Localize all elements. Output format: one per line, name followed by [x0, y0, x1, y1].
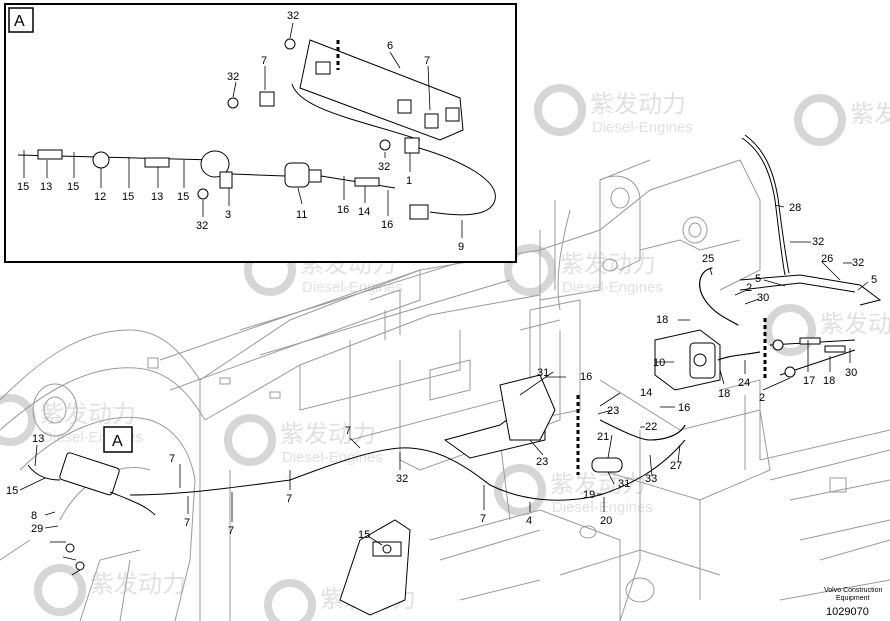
- detail-label: 16: [381, 219, 393, 231]
- detail-label: 15: [177, 191, 189, 203]
- main-label: 33: [645, 473, 657, 485]
- main-label: 15: [358, 529, 370, 541]
- detail-view-letter: A: [14, 13, 25, 30]
- detail-label: 7: [424, 55, 430, 67]
- main-label: 16: [678, 402, 690, 414]
- watermark-brand: 紫发动力: [550, 471, 646, 498]
- watermark-subtitle: Diesel-Engines: [282, 449, 383, 466]
- footer-block: Volvo Construction Equipment 1029070: [824, 587, 882, 618]
- watermark-brand: 紫发动力: [590, 91, 686, 118]
- main-label: 7: [345, 425, 351, 437]
- detail-view-a: A: [4, 3, 517, 263]
- detail-label: 14: [358, 206, 370, 218]
- main-label: 18: [823, 375, 835, 387]
- detail-label: 11: [296, 209, 307, 221]
- main-assembly: [27, 134, 882, 616]
- main-label: 7: [228, 525, 234, 537]
- callout-a-letter: A: [112, 433, 123, 450]
- main-label: 30: [757, 292, 769, 304]
- main-label: 31: [618, 478, 630, 490]
- detail-label: 6: [387, 40, 393, 52]
- main-label: 7: [480, 513, 486, 525]
- main-label: 14: [640, 387, 652, 399]
- detail-label: 7: [261, 55, 267, 67]
- main-leader-lines: [19, 204, 869, 576]
- main-label: 10: [653, 357, 665, 369]
- main-label: 27: [670, 460, 682, 472]
- callout-box-a: [103, 426, 133, 453]
- detail-label: 1: [406, 175, 412, 187]
- main-callout-labels: 28 32 5 26 32 5 25 2 30 18 10 18 24 2 17…: [6, 202, 877, 541]
- detail-label: 32: [287, 10, 299, 22]
- main-label: 15: [6, 485, 18, 497]
- main-label: 29: [31, 523, 43, 535]
- main-label: 7: [169, 453, 175, 465]
- detail-label: 16: [337, 204, 349, 216]
- main-label: 19: [583, 489, 595, 501]
- watermark-brand: 紫发动力: [40, 401, 136, 428]
- main-label: 7: [184, 517, 190, 529]
- main-label: 22: [645, 421, 657, 433]
- main-label: 4: [526, 515, 532, 527]
- detail-label: 13: [40, 181, 52, 193]
- main-label: 25: [702, 253, 714, 265]
- main-label: 32: [852, 257, 864, 269]
- detail-label: 32: [227, 71, 239, 83]
- main-label: 32: [812, 236, 824, 248]
- main-label: 26: [821, 253, 833, 265]
- company-name-line2: Equipment: [836, 595, 870, 602]
- main-label: 18: [656, 314, 668, 326]
- main-label: 17: [803, 375, 815, 387]
- main-label: 18: [718, 388, 730, 400]
- main-label: 24: [738, 377, 750, 389]
- detail-label: 12: [94, 191, 106, 203]
- detail-label: 9: [458, 241, 464, 253]
- watermark-brand: 紫发动力: [850, 101, 890, 128]
- watermark-brand: 紫发动力: [90, 571, 186, 598]
- watermark-subtitle: Diesel-Engines: [592, 119, 693, 136]
- detail-label: 15: [17, 181, 29, 193]
- main-label: 21: [597, 431, 609, 443]
- main-label: 5: [755, 273, 761, 285]
- detail-label: 3: [225, 209, 231, 221]
- machine-frame: [0, 159, 890, 621]
- detail-label: 15: [67, 181, 79, 193]
- detail-label: 13: [151, 191, 163, 203]
- main-label: 23: [607, 405, 619, 417]
- main-label: 23: [536, 456, 548, 468]
- detail-label: 15: [122, 191, 134, 203]
- main-label: 13: [32, 433, 44, 445]
- detail-callout-labels: 32 6 32 7 7 32 1 15 13 15 12 15 13 15 32…: [17, 10, 464, 253]
- main-label: 32: [396, 473, 408, 485]
- watermark-subtitle: Diesel-Engines: [302, 279, 403, 296]
- main-label: 5: [871, 274, 877, 286]
- detail-label: 32: [196, 220, 208, 232]
- detail-leader-lines: [23, 22, 463, 238]
- watermark-brand: 紫发动力: [280, 421, 376, 448]
- main-label: 30: [845, 367, 857, 379]
- main-label: 28: [789, 202, 801, 214]
- watermark-brand: 紫发动力: [560, 251, 656, 278]
- drawing-number: 1029070: [826, 606, 869, 618]
- main-label: 31: [537, 367, 549, 379]
- main-label: 8: [31, 510, 37, 522]
- watermark-subtitle: Diesel-Engines: [552, 499, 653, 516]
- main-label: 20: [600, 515, 612, 527]
- main-label: 2: [746, 282, 752, 294]
- main-label: 16: [580, 371, 592, 383]
- watermark-brand: 紫发动力: [820, 311, 890, 338]
- main-label: 2: [759, 392, 765, 404]
- main-label: 7: [286, 493, 292, 505]
- detail-label: 32: [378, 161, 390, 173]
- company-name-line1: Volvo Construction: [824, 587, 882, 594]
